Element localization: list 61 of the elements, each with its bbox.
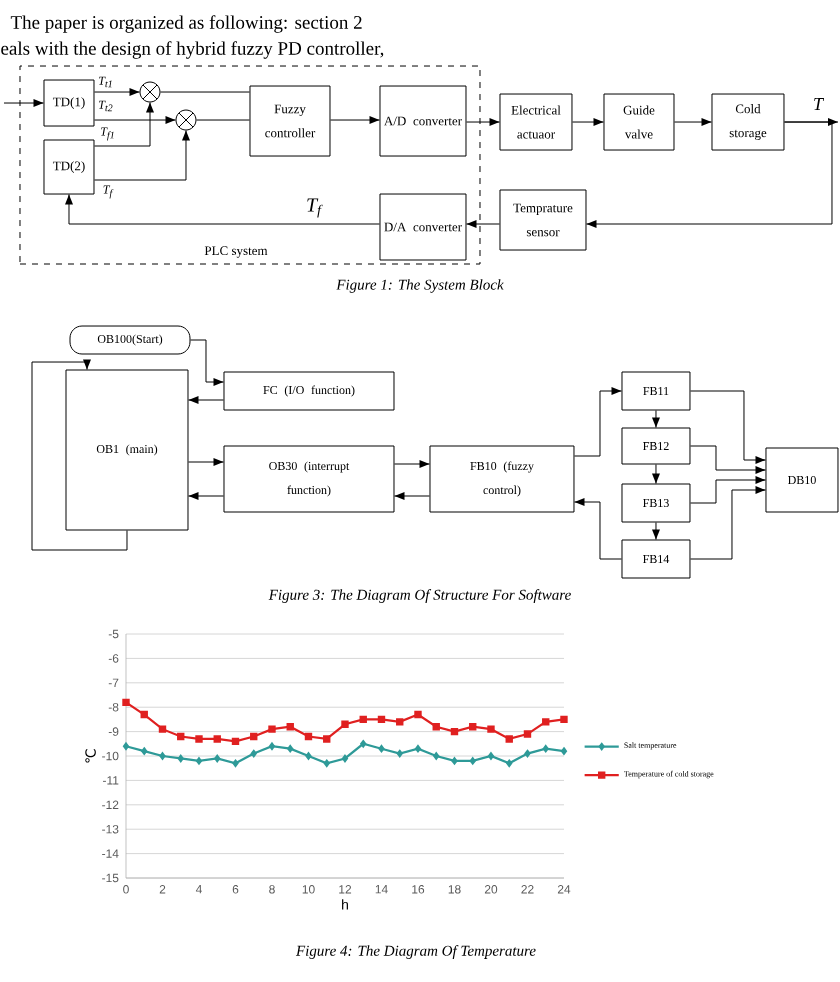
arrow (690, 486, 766, 560)
point (523, 730, 532, 738)
arrow (94, 116, 176, 124)
arrow (31, 359, 128, 551)
summing-junction (175, 109, 197, 131)
arrow (690, 476, 766, 504)
point (469, 723, 477, 731)
point (140, 710, 148, 719)
arrow (690, 445, 766, 474)
arrow (652, 410, 660, 428)
arrow (65, 194, 380, 225)
point (450, 727, 459, 736)
point (177, 732, 185, 741)
arrow (394, 460, 430, 468)
point (304, 732, 313, 741)
arrow (394, 492, 430, 500)
arrow (574, 387, 622, 457)
body-text: The paper is organized as following: section 2 (10, 15, 362, 33)
point (414, 710, 422, 719)
arrow (188, 458, 224, 466)
summing-junction (139, 81, 161, 103)
arrow (572, 118, 604, 126)
arrow (94, 88, 140, 96)
arrow (690, 390, 766, 464)
arrow (190, 339, 224, 386)
point (195, 735, 203, 743)
point (505, 735, 513, 743)
arrow (330, 116, 380, 124)
point (542, 718, 550, 726)
point (359, 715, 367, 724)
point (231, 737, 240, 746)
point (341, 720, 349, 728)
arrow (3, 99, 44, 107)
arrow (586, 121, 833, 228)
edge-label: T$_{f}$ (307, 198, 323, 218)
arrow (466, 118, 500, 126)
edge-label: T (814, 98, 825, 110)
arrow (652, 464, 660, 484)
point (432, 723, 440, 731)
point (487, 725, 495, 733)
body-text: eals with the design of hybrid fuzzy PD controller, (1, 41, 384, 59)
arrow (188, 492, 224, 500)
arrow (674, 118, 712, 126)
connector-line (160, 91, 250, 93)
arrow (94, 102, 154, 147)
point (268, 725, 276, 733)
arrow (466, 220, 500, 228)
point (396, 718, 404, 726)
point (250, 732, 258, 741)
arrow (188, 396, 224, 404)
point (560, 715, 568, 724)
arrow (94, 130, 190, 181)
point (286, 723, 294, 731)
point (213, 735, 221, 743)
point (122, 698, 130, 707)
point (377, 715, 386, 724)
arrow (574, 498, 622, 560)
connector-line (196, 119, 250, 121)
point (323, 735, 331, 743)
arrow (652, 522, 660, 540)
point (158, 725, 167, 733)
